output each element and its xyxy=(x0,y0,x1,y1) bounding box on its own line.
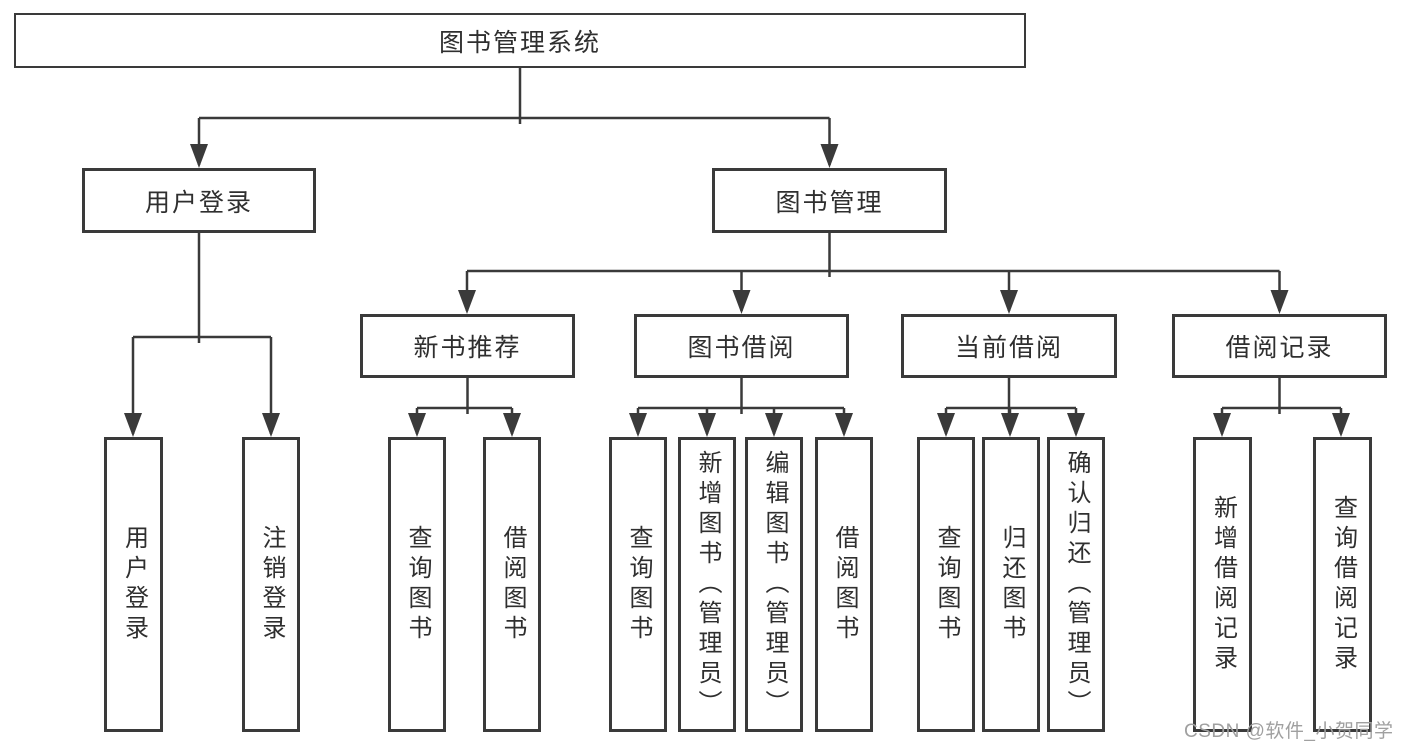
node-label: 图书管理 xyxy=(775,188,884,217)
node-label: 图书管理系统 xyxy=(438,28,601,57)
node-label: 查询图书 xyxy=(933,524,960,645)
node-borrowing-records: 借阅记录 xyxy=(1172,314,1387,378)
node-user-login: 用户登录 xyxy=(82,168,316,233)
node-leaf-logout: 注销登录 xyxy=(242,437,300,732)
node-label: 新书推荐 xyxy=(413,334,522,362)
node-leaf-borrowing-borrow-books: 借阅图书 xyxy=(815,437,873,732)
node-book-borrowing: 图书借阅 xyxy=(634,314,849,378)
node-label: 借阅记录 xyxy=(1225,334,1334,362)
node-leaf-current-query-books: 查询图书 xyxy=(917,437,975,732)
node-leaf-user-login: 用户登录 xyxy=(104,437,163,732)
node-current-borrowing: 当前借阅 xyxy=(901,314,1117,378)
node-leaf-borrowing-query-books: 查询图书 xyxy=(609,437,667,732)
node-label: 新增图书（管理员） xyxy=(694,449,721,720)
node-leaf-borrowing-add-books-admin: 新增图书（管理员） xyxy=(678,437,736,732)
node-label: 新增借阅记录 xyxy=(1209,494,1237,675)
node-label: 查询图书 xyxy=(625,524,652,645)
node-leaf-current-return-books: 归还图书 xyxy=(982,437,1040,732)
node-library-system: 图书管理系统 xyxy=(14,13,1026,68)
node-label: 编辑图书（管理员） xyxy=(761,449,788,720)
node-label: 查询图书 xyxy=(404,524,431,645)
node-label: 借阅图书 xyxy=(499,524,526,645)
csdn-watermark: CSDN @软件_小贺同学 xyxy=(1184,721,1394,742)
node-leaf-newbook-query-books: 查询图书 xyxy=(388,437,446,732)
node-label: 当前借阅 xyxy=(954,334,1063,362)
node-label: 图书借阅 xyxy=(687,334,796,362)
node-label: 归还图书 xyxy=(998,524,1025,645)
node-label: 注销登录 xyxy=(258,524,285,645)
node-leaf-newbook-borrow-books: 借阅图书 xyxy=(483,437,541,732)
node-label: 用户登录 xyxy=(144,188,253,217)
node-label: 用户登录 xyxy=(120,524,148,645)
node-label: 借阅图书 xyxy=(831,524,858,645)
node-label: 确认归还（管理员） xyxy=(1063,449,1090,720)
node-leaf-borrowing-edit-books-admin: 编辑图书（管理员） xyxy=(745,437,803,732)
node-label: 查询借阅记录 xyxy=(1329,494,1357,675)
node-leaf-record-query: 查询借阅记录 xyxy=(1313,437,1372,732)
node-leaf-record-add: 新增借阅记录 xyxy=(1193,437,1252,732)
node-leaf-current-confirm-return-admin: 确认归还（管理员） xyxy=(1047,437,1105,732)
node-new-book-recommend: 新书推荐 xyxy=(360,314,575,378)
node-book-management: 图书管理 xyxy=(712,168,947,233)
